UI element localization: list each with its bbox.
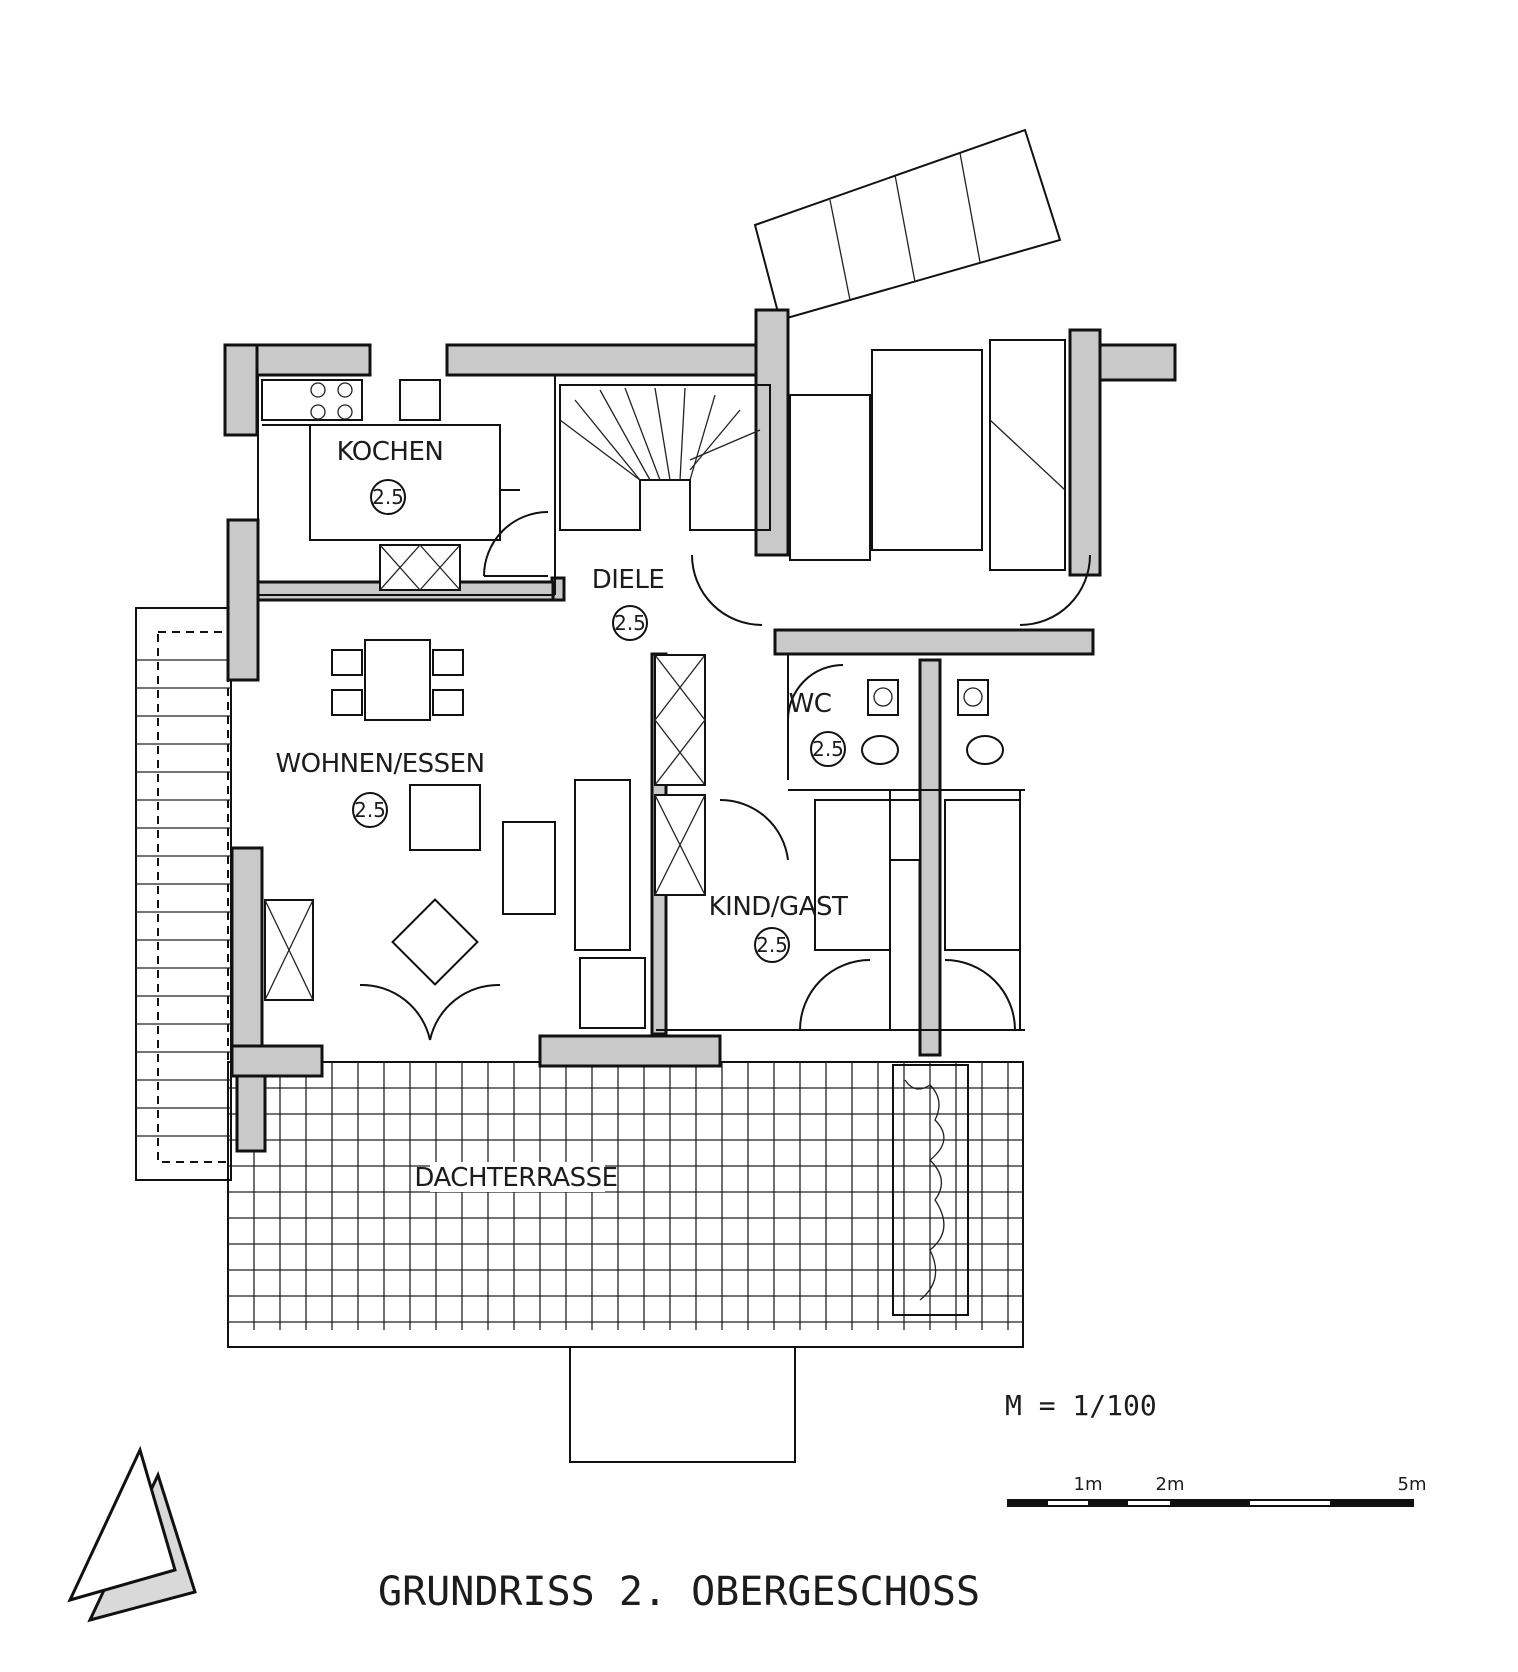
svg-text:M = 1/100: M = 1/100	[1005, 1389, 1157, 1422]
wardrobes	[654, 654, 706, 896]
roof-terrace-tiles	[227, 1061, 1024, 1348]
svg-text:2.5: 2.5	[354, 798, 386, 822]
room-diele: DIELE 2.5	[592, 565, 665, 641]
north-balcony	[753, 128, 1062, 322]
north-arrow-icon	[67, 1445, 197, 1623]
guest-room-furniture	[719, 798, 1021, 1031]
room-kochen: KOCHEN 2.5	[337, 437, 444, 515]
svg-text:KOCHEN: KOCHEN	[337, 437, 444, 467]
kitchen-fixtures	[261, 379, 549, 591]
svg-text:2.5: 2.5	[756, 933, 788, 957]
svg-text:5m: 5m	[1398, 1474, 1427, 1495]
main-stairwell	[691, 339, 1091, 626]
drawing-title: GRUNDRISS 2. OBERGESCHOSS	[378, 1569, 980, 1615]
room-wc: WC 2.5	[789, 689, 846, 767]
svg-text:WC: WC	[789, 689, 832, 719]
svg-text:2.5: 2.5	[614, 611, 646, 635]
scale-bar-icon: M = 1/100 1m 2m 5m	[1005, 1389, 1427, 1507]
planter	[892, 1064, 969, 1316]
svg-text:WOHNEN/ESSEN: WOHNEN/ESSEN	[275, 749, 484, 779]
room-wohnen: WOHNEN/ESSEN 2.5	[275, 749, 485, 828]
room-terrasse: DACHTERRASSE	[414, 1162, 618, 1193]
living-furniture	[264, 639, 646, 1041]
west-balcony	[135, 607, 232, 1181]
svg-text:1m: 1m	[1074, 1474, 1103, 1495]
svg-text:2m: 2m	[1156, 1474, 1185, 1495]
winder-stair	[559, 384, 771, 531]
svg-text:2.5: 2.5	[812, 737, 844, 761]
svg-text:KIND/GAST: KIND/GAST	[709, 892, 848, 922]
wc-fixtures	[787, 664, 1004, 765]
svg-text:2.5: 2.5	[372, 485, 404, 509]
room-kind: KIND/GAST 2.5	[709, 892, 848, 963]
terrace-extension	[569, 1346, 796, 1463]
svg-text:DACHTERRASSE: DACHTERRASSE	[414, 1163, 617, 1193]
svg-text:DIELE: DIELE	[592, 565, 665, 595]
